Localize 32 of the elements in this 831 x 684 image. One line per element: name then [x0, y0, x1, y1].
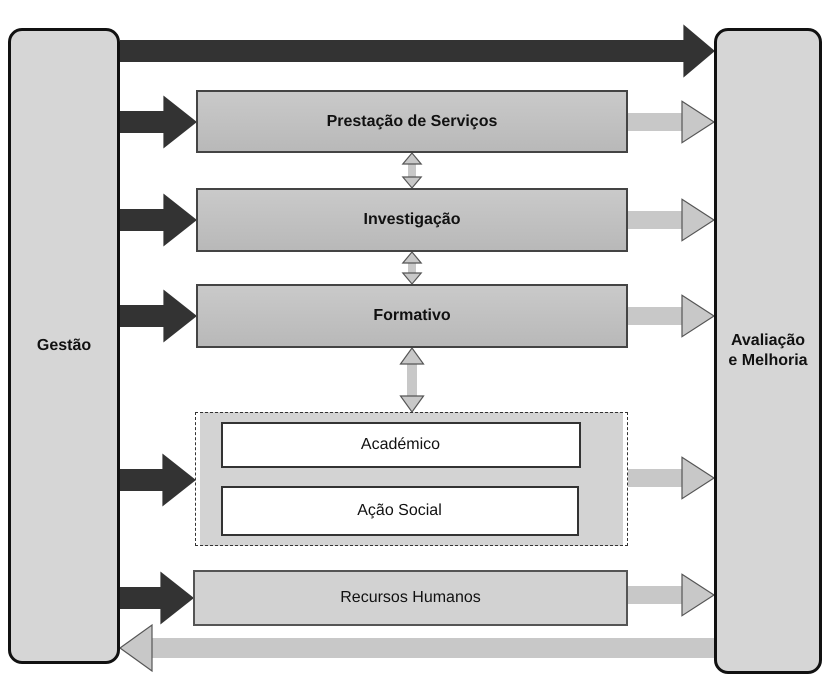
process-box: [196, 284, 628, 348]
box-label: Investigação: [364, 210, 460, 230]
block-arrow: [628, 456, 715, 500]
side-panel: [714, 28, 822, 674]
box-label: Académico: [360, 434, 440, 454]
block-arrow: [628, 294, 715, 338]
process-box: [196, 188, 628, 252]
block-arrow: [120, 290, 197, 342]
block-arrow: [628, 574, 715, 616]
block-arrow: [628, 198, 715, 242]
block-arrow: [120, 25, 715, 77]
block-arrow: [628, 100, 715, 144]
block-arrow: [120, 572, 194, 624]
box-label: Avaliação e Melhoria: [727, 331, 809, 371]
process-box: [193, 570, 628, 626]
box-label: Ação Social: [357, 500, 442, 520]
box-label: Formativo: [373, 306, 451, 326]
process-box: [196, 90, 628, 153]
dashed-group-box: [195, 412, 628, 546]
process-box: [220, 486, 578, 536]
block-arrow: [120, 96, 197, 148]
block-arrow: [119, 624, 714, 672]
box-label: Gestão: [36, 336, 92, 356]
double-arrow: [400, 347, 424, 413]
box-label: Prestação de Serviços: [326, 112, 498, 132]
double-arrow: [402, 152, 422, 189]
block-arrow: [120, 454, 196, 506]
process-box: [220, 422, 580, 468]
double-arrow: [402, 251, 422, 285]
block-arrow: [120, 194, 197, 246]
side-panel: [8, 28, 120, 664]
box-label: Recursos Humanos: [340, 588, 481, 608]
